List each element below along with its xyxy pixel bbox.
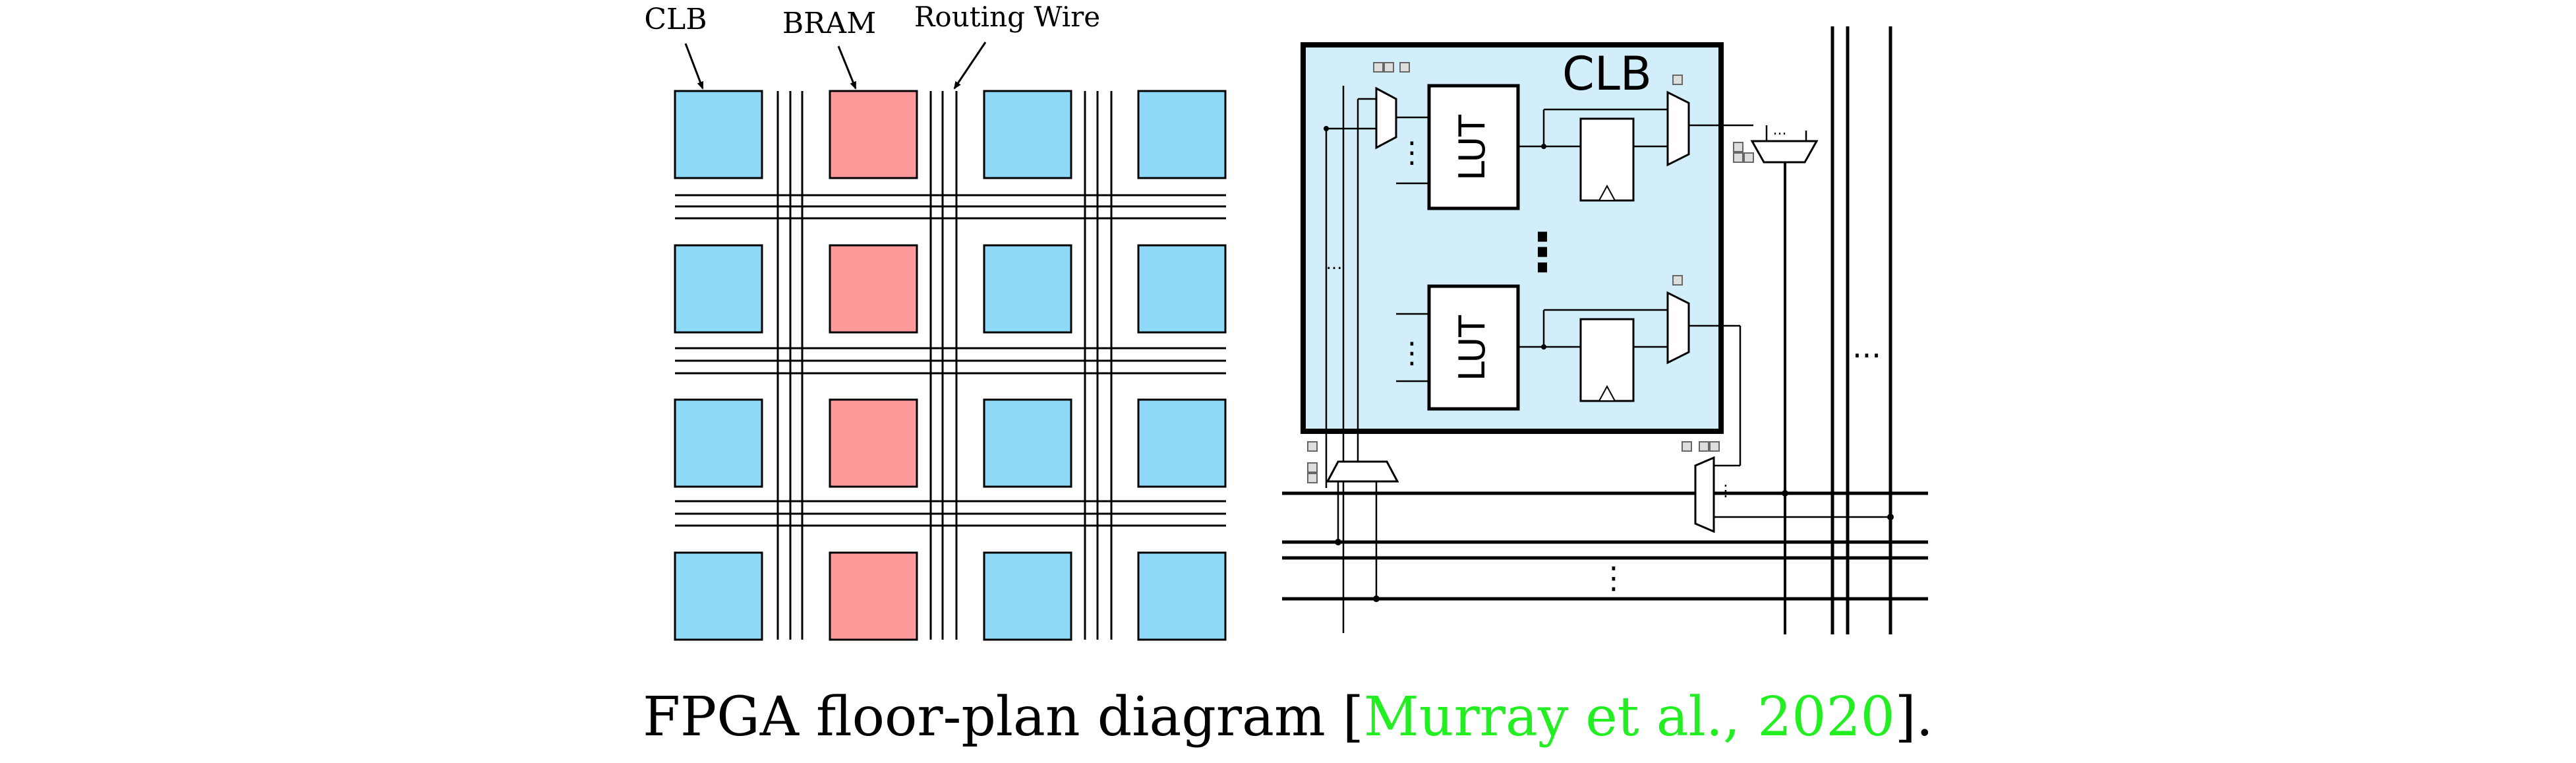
config-bit [1307, 441, 1318, 452]
connection-mux-bottom-left [1326, 460, 1399, 483]
bram-label: BRAM [782, 7, 876, 40]
bram-block [829, 244, 918, 334]
caption-prefix: FPGA floor-plan diagram [ [643, 686, 1364, 748]
connection-mux-right [1750, 140, 1819, 164]
lut-bottom-label: LUT [1451, 315, 1493, 381]
config-bit [1733, 142, 1743, 152]
clb-block [983, 90, 1072, 179]
config-bit [1384, 62, 1394, 73]
clb-block [983, 551, 1072, 641]
config-bit [1307, 462, 1318, 473]
clb-detail-diagram: ... ⋮ CLB ... LUT ⋮ [1282, 26, 1928, 634]
routing-wires [675, 91, 1226, 640]
track-ellipsis-right: ... [1852, 329, 1881, 365]
config-bit [1699, 441, 1709, 452]
routing-wire-label: Routing Wire [914, 1, 1100, 33]
clb-block [674, 244, 763, 334]
caption-suffix: ]. [1894, 686, 1933, 748]
logic-blocks [674, 90, 1227, 641]
lut-top-label: LUT [1451, 114, 1493, 181]
clb-block [674, 398, 763, 488]
config-bit [1682, 441, 1692, 452]
lut-bottom [1427, 284, 1520, 411]
config-bit [1399, 62, 1410, 73]
input-ellipsis: ... [1326, 254, 1343, 274]
switch-mux-ellipsis: ⋮ [1718, 481, 1734, 500]
bram-block [829, 551, 918, 641]
clb-arrow [684, 43, 704, 90]
floorplan-grid [674, 90, 1227, 641]
lut-bottom-input-ellipsis: ⋮ [1397, 336, 1426, 370]
config-bit [1672, 75, 1683, 85]
config-bit [1743, 152, 1754, 163]
caption-citation-link[interactable]: Murray et al., 2020 [1363, 686, 1895, 748]
config-bit [1709, 441, 1720, 452]
bram-block [829, 398, 918, 488]
track-ellipsis-bottom: ⋮ [1598, 560, 1629, 595]
output-mux-bottom [1666, 291, 1690, 365]
clb-block [1137, 90, 1227, 179]
config-bit [1373, 62, 1384, 73]
routing-wire-arrow [953, 42, 987, 90]
clb-block [674, 551, 763, 641]
clb-block [1137, 398, 1227, 488]
clb-block [1137, 244, 1227, 334]
clb-block [674, 90, 763, 179]
input-mux-top [1375, 86, 1397, 150]
output-mux-top [1666, 90, 1690, 167]
lut-top-input-ellipsis: ⋮ [1397, 136, 1426, 169]
switch-mux-bottom-right [1694, 456, 1715, 534]
clb-block [1137, 551, 1227, 641]
config-bit [1672, 275, 1683, 286]
clb-block [983, 398, 1072, 488]
clb-label: CLB [644, 3, 707, 36]
config-bit [1733, 152, 1743, 163]
bram-block [829, 90, 918, 179]
clb-block [983, 244, 1072, 334]
figure-caption: FPGA floor-plan diagram [Murray et al., … [0, 686, 2576, 748]
clb-panel-title: CLB [1562, 47, 1652, 101]
mux-right-ellipsis: ... [1773, 122, 1787, 138]
bram-arrow [837, 46, 857, 90]
slice-ellipsis: ⋮ [1516, 222, 1569, 283]
config-bit [1307, 473, 1318, 483]
